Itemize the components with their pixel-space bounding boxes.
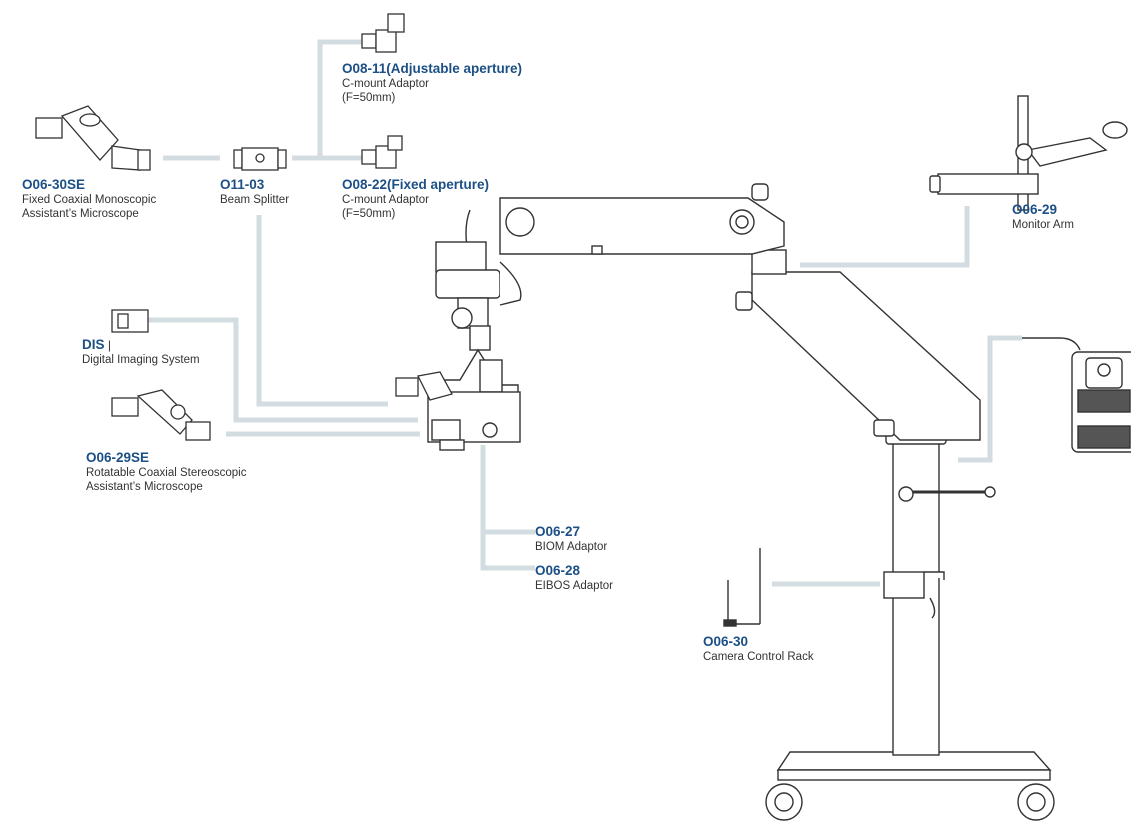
c-mount-fixed-icon: [361, 135, 403, 169]
rack-hook-lower: [929, 597, 936, 619]
label-o06-29se: O06-29SE Rotatable Coaxial Stereoscopic …: [86, 450, 246, 495]
desc-o06-29: Monitor Arm: [1012, 219, 1074, 232]
upper-arm-pivot: [505, 207, 535, 237]
head-cable-right: [499, 261, 522, 306]
desc-o08-22: C-mount Adaptor: [342, 194, 429, 207]
microscope-stand: [427, 95, 1131, 821]
monitor-arm-pivot: [1015, 143, 1033, 161]
dis-camera-icon: [111, 309, 149, 333]
code-dis: DIS |: [82, 337, 111, 352]
label-o06-30se: O06-30SE Fixed Coaxial Monoscopic Assist…: [22, 177, 156, 222]
arm-tab: [591, 245, 603, 255]
c-mount-adjustable-icon: [361, 13, 405, 53]
label-o08-22: O08-22(Fixed aperture) C-mount Adaptor (…: [342, 177, 489, 222]
desc-o08-11: C-mount Adaptor: [342, 78, 429, 91]
top-knob: [751, 183, 769, 201]
desc-o06-27: BIOM Adaptor: [535, 541, 608, 554]
footswitch-pedal-lower: [1077, 425, 1131, 449]
head-neck: [469, 325, 491, 351]
code-o08-11: O08-11(Adjustable aperture): [342, 61, 523, 76]
code-o06-27: O06-27: [535, 524, 581, 539]
desc-o06-29se: Rotatable Coaxial Stereoscopic: [86, 467, 247, 480]
connector-monitor-arm: [800, 206, 970, 268]
desc-o11-03: Beam Splitter: [220, 194, 290, 207]
stereoscopic-microscope-icon: [111, 389, 211, 441]
monitor-mount: [1102, 121, 1128, 139]
footswitch-pedal-upper: [1077, 389, 1131, 413]
monoscopic-microscope-icon: [35, 105, 151, 171]
desc-o06-30se: Fixed Coaxial Monoscopic: [22, 194, 157, 207]
connector-adaptors: [480, 445, 535, 571]
optics-objective: [439, 439, 465, 451]
handle-pivot: [898, 486, 914, 502]
desc2-o06-30se: Assistant’s Microscope: [22, 208, 139, 221]
monitor-arm-link: [1026, 137, 1108, 167]
optics-objective-knob: [482, 422, 498, 438]
handle-knob: [984, 486, 996, 498]
code-o06-30: O06-30: [703, 634, 749, 649]
connector-footswitch: [958, 335, 1022, 463]
label-dis: DIS | Digital Imaging System: [82, 337, 200, 367]
code-o08-22: O08-22(Fixed aperture): [342, 177, 490, 192]
camera-rack-outline: [727, 548, 761, 625]
camera-rack-foot: [723, 619, 737, 627]
rack-clamp: [883, 571, 925, 599]
code-o06-29: O06-29: [1012, 202, 1058, 217]
label-o06-29: O06-29 Monitor Arm: [1012, 202, 1074, 232]
stand-base-plate: [777, 769, 1051, 781]
rack-hook: [924, 571, 945, 580]
head-upper-block: [435, 241, 487, 273]
desc2-o08-22: (F=50mm): [342, 208, 396, 221]
footswitch-cable: [1022, 337, 1081, 351]
head-arm-grip: [479, 359, 503, 393]
footswitch-joystick-icon: [1097, 363, 1111, 377]
code-o06-30se: O06-30SE: [22, 177, 86, 192]
arm-joint: [751, 249, 787, 275]
stand-main-arm: [751, 271, 981, 441]
code-o11-03: O11-03: [220, 177, 265, 192]
optics-label-plate: [431, 419, 461, 441]
label-o06-27: O06-27 BIOM Adaptor: [535, 524, 607, 554]
connector-beam-splitter: [256, 215, 388, 407]
accessory-icons: [35, 13, 453, 441]
monitor-arm-knob: [929, 175, 941, 193]
caster-left-hub: [774, 792, 794, 812]
arm-knob-left: [735, 291, 753, 311]
label-o08-11: O08-11(Adjustable aperture) C-mount Adap…: [342, 61, 522, 106]
desc-o06-30: Camera Control Rack: [703, 651, 814, 664]
arm-knob-right: [873, 419, 895, 437]
label-o11-03: O11-03 Beam Splitter: [220, 177, 289, 207]
monitor-arm-clamp: [937, 173, 1039, 195]
beam-splitter-icon: [233, 147, 287, 171]
head-ring: [435, 269, 501, 299]
stand-upper-arm: [499, 197, 785, 255]
connector-lines: [148, 39, 1022, 587]
desc2-o08-11: (F=50mm): [342, 92, 396, 105]
desc-o06-28: EIBOS Adaptor: [535, 580, 613, 593]
connector-o08: [292, 39, 362, 161]
code-o06-29se: O06-29SE: [86, 450, 150, 465]
caster-right-hub: [1026, 792, 1046, 812]
head-focus-knob: [451, 307, 473, 329]
code-o06-28: O06-28: [535, 563, 581, 578]
mounted-microscope-icon: [395, 371, 453, 401]
label-o06-28: O06-28 EIBOS Adaptor: [535, 563, 613, 593]
label-o06-30: O06-30 Camera Control Rack: [703, 634, 814, 664]
upper-arm-knob-core: [735, 215, 749, 229]
desc-dis: Digital Imaging System: [82, 354, 200, 367]
connector-dis: [148, 317, 418, 423]
desc2-o06-29se: Assistant’s Microscope: [86, 481, 203, 494]
